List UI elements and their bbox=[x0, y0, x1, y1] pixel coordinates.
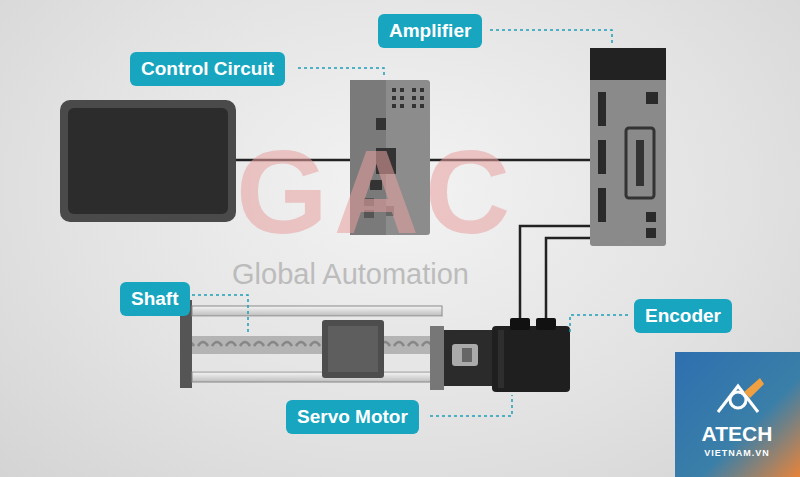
monitor bbox=[60, 100, 236, 222]
callout-tag: Servo Motor bbox=[286, 400, 419, 434]
callout-tag: Shaft bbox=[120, 282, 190, 316]
amplifier-unit bbox=[590, 48, 666, 246]
watermark-text: Global Automation bbox=[232, 258, 469, 290]
leader-line bbox=[192, 30, 628, 416]
logo-panel bbox=[675, 352, 800, 477]
linear-actuator bbox=[180, 300, 442, 388]
servo-motor bbox=[430, 318, 570, 392]
watermark-logo: GAC bbox=[236, 132, 516, 252]
callout-tag: Encoder bbox=[634, 299, 732, 333]
logo-text: ATECH bbox=[702, 422, 773, 446]
logo-subtext: VIETNAM.VN bbox=[704, 448, 770, 459]
callout-tag: Amplifier bbox=[378, 14, 482, 48]
callout-tag: Control Circuit bbox=[130, 52, 285, 86]
